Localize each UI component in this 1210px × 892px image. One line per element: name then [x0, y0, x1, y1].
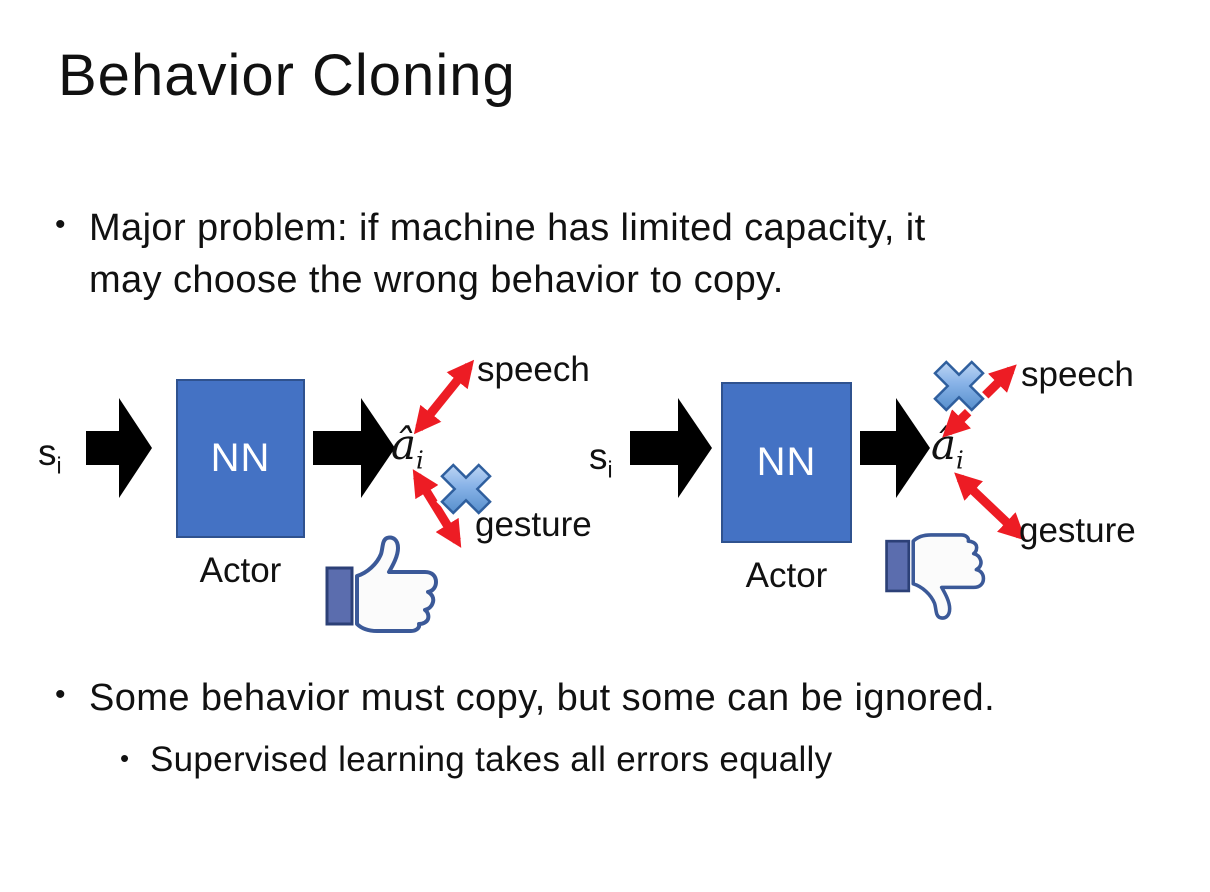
input-arrow-icon	[86, 398, 152, 498]
nn-box: NN	[721, 382, 852, 543]
bullet-glyph: •	[55, 208, 66, 241]
thumbs-up-icon	[325, 535, 438, 633]
gesture-label: gesture	[1019, 511, 1136, 550]
thumbs-down-icon	[884, 533, 986, 620]
cross-icon	[929, 356, 989, 416]
bullet-major-problem: • Major problem: if machine has limited …	[55, 202, 926, 306]
nn-box: NN	[176, 379, 305, 538]
output-arrow-icon	[313, 398, 395, 498]
bullet-glyph: •	[120, 743, 130, 773]
nn-label: NN	[210, 436, 271, 480]
cross-icon	[436, 459, 496, 519]
bullet-text: Major problem: if machine has limited ca…	[89, 202, 926, 306]
input-arrow-icon	[630, 398, 712, 498]
speech-arrow-icon	[413, 359, 475, 435]
bullet-line-2: may choose the wrong behavior to copy.	[89, 259, 784, 301]
output-arrow-icon	[860, 398, 930, 498]
gesture-label: gesture	[475, 505, 592, 544]
bullet-supervised-learning: • Supervised learning takes all errors e…	[120, 736, 832, 784]
input-state-label: si	[38, 432, 62, 479]
speech-label: speech	[1021, 355, 1134, 394]
output-action-label: âi	[391, 420, 424, 475]
bullet-text: Supervised learning takes all errors equ…	[150, 740, 833, 779]
input-state-label: si	[589, 436, 613, 483]
actor-label: Actor	[745, 556, 828, 595]
bullet-glyph: •	[55, 678, 66, 711]
bullet-some-behavior: • Some behavior must copy, but some can …	[55, 672, 995, 724]
gesture-arrow-icon	[412, 469, 462, 548]
actor-label: Actor	[199, 551, 282, 590]
gesture-arrow-icon	[954, 472, 1026, 541]
bullet-text: Some behavior must copy, but some can be…	[89, 677, 996, 719]
nn-label: NN	[756, 440, 817, 484]
slide-title: Behavior Cloning	[58, 43, 516, 108]
speech-label: speech	[477, 350, 590, 389]
bullet-line-1: Major problem: if machine has limited ca…	[89, 207, 926, 249]
